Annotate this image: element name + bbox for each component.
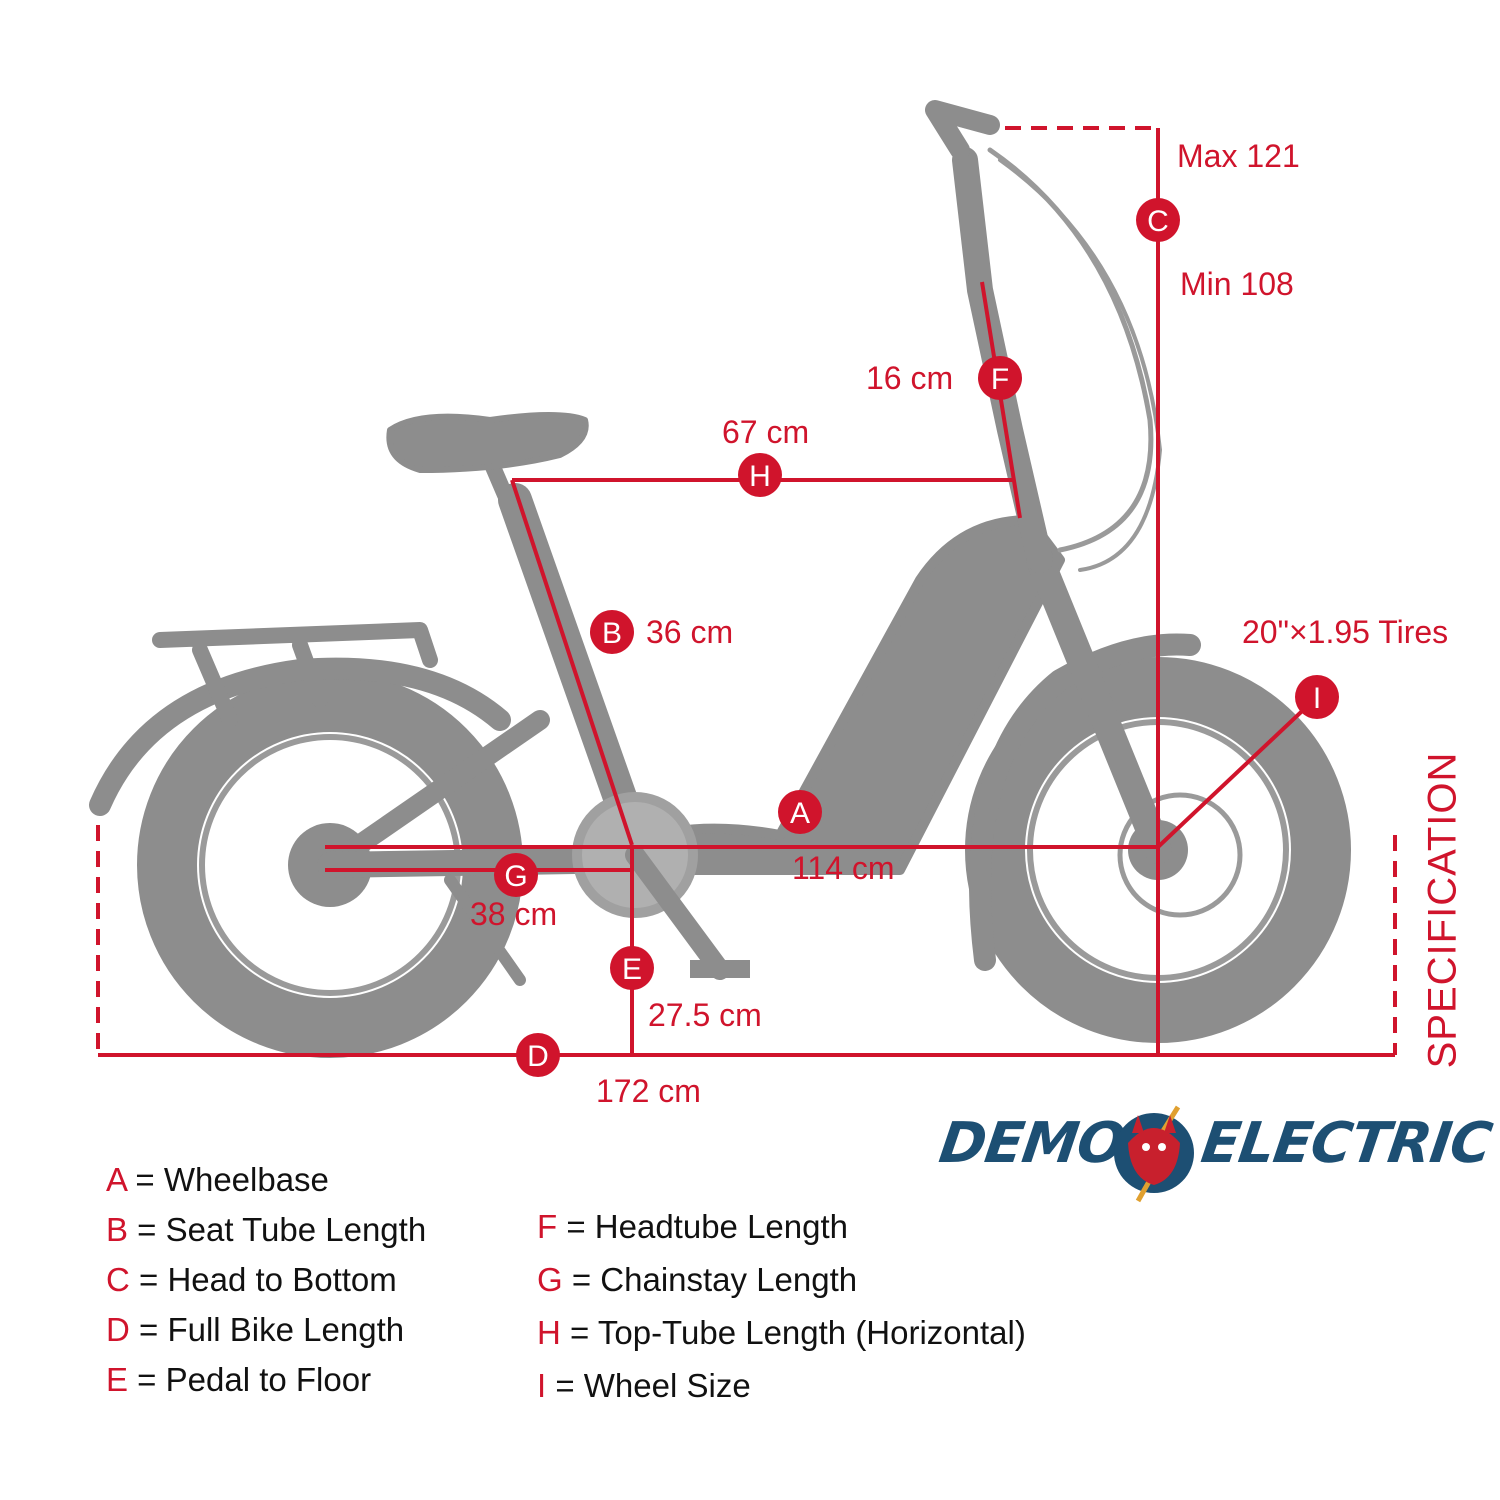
svg-text:H: H [749,460,771,493]
specification-label: SPECIFICATION [1420,751,1465,1069]
demon-mascot-icon [1114,1105,1194,1203]
marker-f: F [978,356,1022,400]
disc-brake [1117,792,1243,918]
rear-rack [152,622,438,728]
marker-c: C [1136,198,1180,242]
logo-word-right: ELECTRIC [1197,1111,1496,1176]
fork [1026,546,1172,864]
kickstand [444,874,526,986]
legend-item-f: F = Headtube Length [537,1208,849,1245]
saddle [386,412,589,473]
legend-right: F = Headtube Length G = Chainstay Length… [537,1200,1026,1412]
marker-b: B [590,610,634,654]
dim-a-value: 114 cm [792,850,895,886]
marker-i: I [1295,675,1339,719]
rear-fender [89,657,511,816]
legend-item-a: A = Wheelbase [106,1161,329,1198]
svg-text:E: E [622,953,642,986]
handlebar [925,100,1000,160]
dim-e-value: 27.5 cm [648,997,762,1033]
dim-d-value: 172 cm [596,1073,701,1109]
svg-text:I: I [1313,682,1321,715]
svg-text:F: F [991,363,1009,396]
brand-logo: DEMON ELECTRIC [935,1095,1495,1205]
svg-text:A: A [790,797,810,830]
crank-arm [625,845,730,980]
dimension-lines [96,126,1397,1057]
dim-b-value: 36 cm [646,614,734,650]
dim-c-max: Max 121 [1177,138,1300,174]
legend-left: A = Wheelbase B = Seat Tube Length C = H… [106,1155,426,1405]
pedal [690,960,750,978]
legend-item-d: D = Full Bike Length [106,1311,405,1348]
svg-text:G: G [504,860,527,893]
legend-item-b: B = Seat Tube Length [106,1211,427,1248]
svg-text:D: D [527,1040,549,1073]
marker-e: E [610,946,654,990]
legend-item-i: I = Wheel Size [537,1367,751,1404]
legend-item-c: C = Head to Bottom [106,1261,397,1298]
dim-f-value: 16 cm [866,360,954,396]
svg-text:B: B [602,617,622,650]
marker-d: D [516,1033,560,1077]
markers: C F H B I A G E D [494,198,1339,1077]
legend-item-g: G = Chainstay Length [537,1261,858,1298]
marker-a: A [778,790,822,834]
dim-i-line [1156,695,1319,849]
dim-g-value: 38 cm [470,896,558,932]
seat-stay [320,710,550,875]
dim-b-line [510,479,634,846]
svg-text:C: C [1147,205,1169,238]
legend-item-e: E = Pedal to Floor [106,1361,372,1398]
legend-item-h: H = Top-Tube Length (Horizontal) [537,1314,1026,1351]
dim-tires: 20"×1.95 Tires [1242,614,1449,650]
dim-h-value: 67 cm [722,414,810,450]
dim-c-min: Min 108 [1180,266,1294,302]
marker-h: H [738,453,782,497]
bike-silhouette [89,100,1351,1058]
marker-g: G [494,853,538,897]
front-fender [969,633,1201,971]
